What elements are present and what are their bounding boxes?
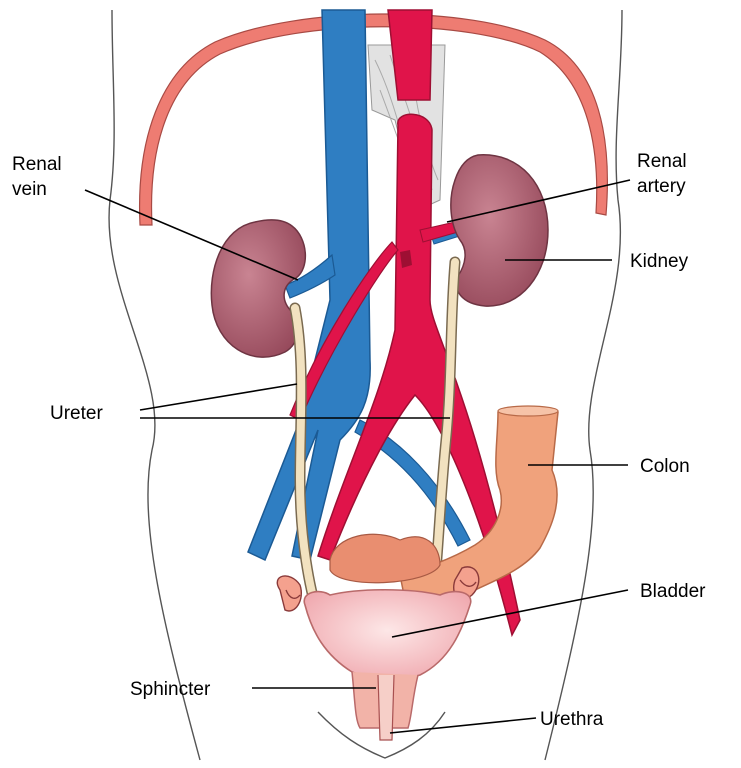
bladder xyxy=(303,588,472,741)
kidney-label: Kidney xyxy=(630,251,689,272)
ureter-label: Ureter xyxy=(50,403,103,424)
aorta xyxy=(289,9,521,638)
torso-outline xyxy=(108,9,623,761)
colon-opening xyxy=(497,405,559,417)
renal-vein-label-line2: vein xyxy=(12,179,47,200)
uterus xyxy=(329,533,441,584)
labels: Renal vein Renal artery Kidney Ureter Co… xyxy=(12,151,706,730)
urethra-label: Urethra xyxy=(540,709,604,730)
bladder-label: Bladder xyxy=(640,581,706,602)
renal-artery-label-line1: Renal xyxy=(637,151,687,172)
right-kidney xyxy=(450,154,549,307)
urethra-tube xyxy=(377,674,395,741)
leader-lines xyxy=(84,179,631,734)
renal-artery-label-line2: artery xyxy=(637,176,686,197)
renal-vein-label-line1: Renal xyxy=(12,154,62,175)
ovaries xyxy=(276,566,480,612)
sphincter-label: Sphincter xyxy=(130,679,211,700)
diaphragm xyxy=(138,13,608,226)
colon-label: Colon xyxy=(640,456,690,477)
